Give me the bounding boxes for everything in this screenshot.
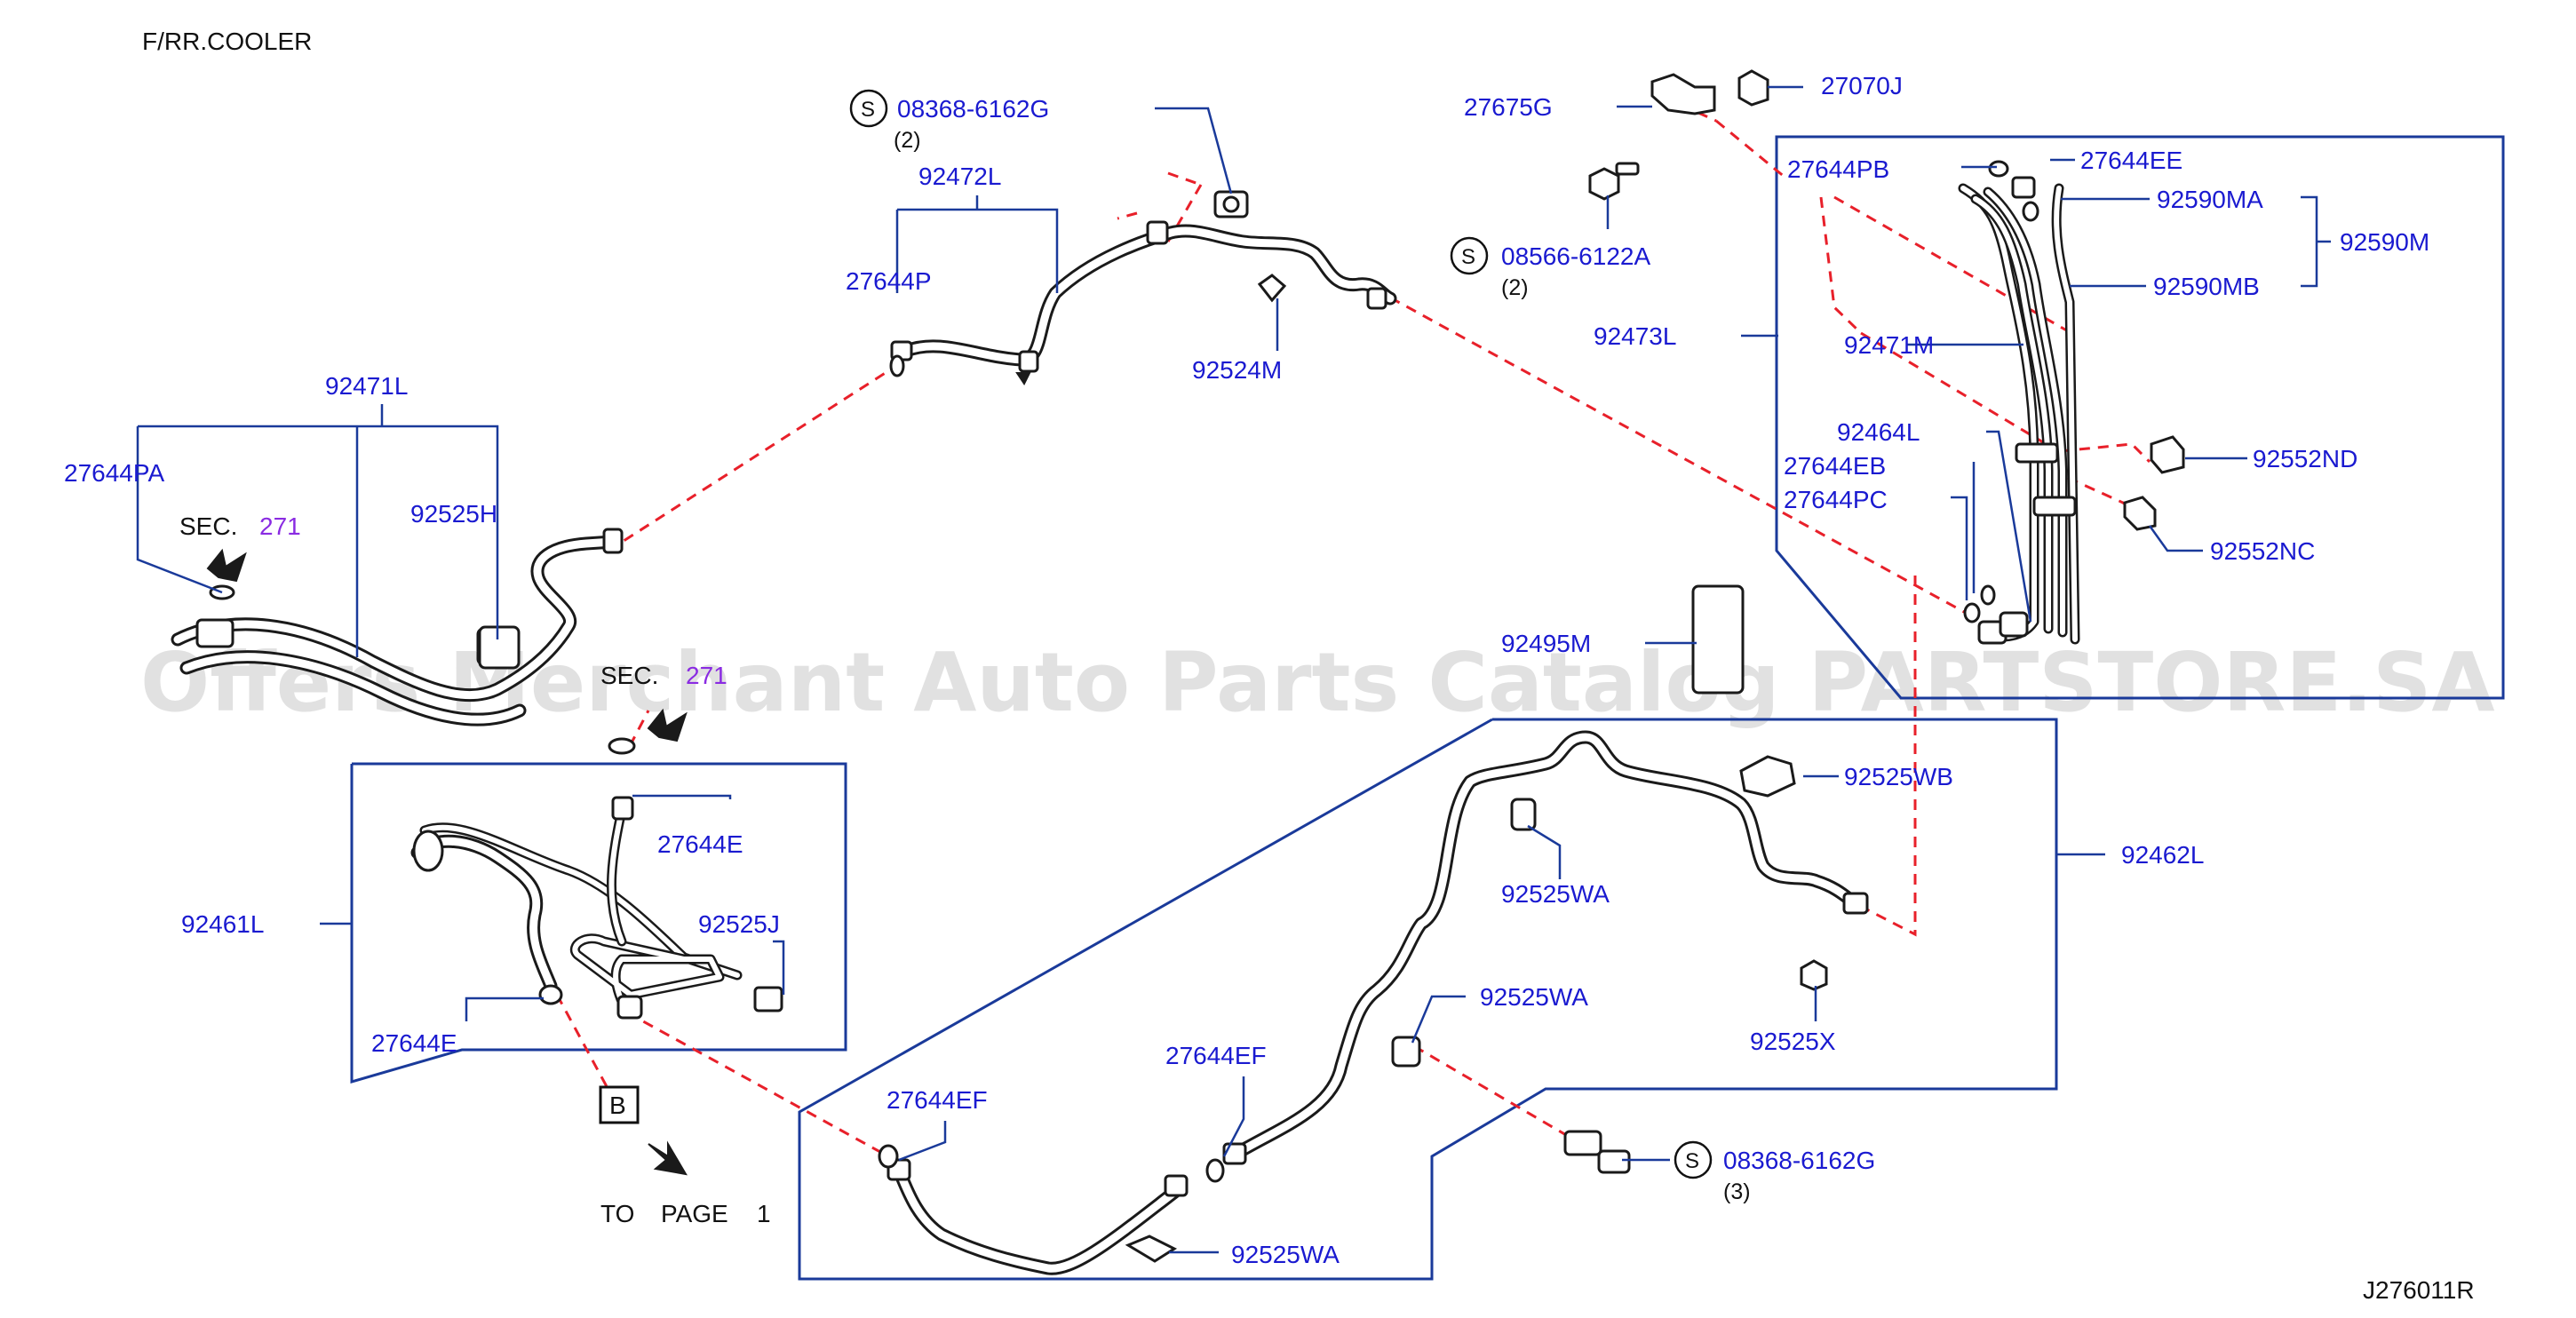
label-page: PAGE [661,1200,728,1227]
label-27644EB: 27644EB [1784,452,1886,480]
label-to: TO [600,1200,634,1227]
label-qty-c: (3) [1723,1179,1751,1204]
label-92525WA-bottom: 92525WA [1231,1241,1340,1268]
pipe-bundle-92473L [1958,160,2080,645]
label-92525WB: 92525WB [1844,763,1953,790]
label-sec-upper-num: 271 [259,512,301,540]
label-27644P: 27644P [846,267,932,295]
small-parts [478,69,2185,1263]
label-92473L: 92473L [1594,322,1676,350]
watermark: Offers Merchant Auto Parts Catalog PARTS… [140,635,2495,730]
label-sec-upper: SEC. [179,512,237,540]
screw-symbol-c [1674,1140,1713,1179]
screw-symbol-a [849,89,888,128]
label-27644E-upper: 27644E [657,830,743,858]
screw-symbol-a-label: S [861,98,875,122]
label-92590MA: 92590MA [2157,186,2263,213]
screw-symbol-c-label: S [1685,1149,1699,1173]
group-boxes [350,135,2505,1281]
page-ref-box [599,1085,640,1124]
page-ref-arrow [648,1140,688,1176]
label-27675G: 27675G [1464,93,1553,121]
label-27644EE: 27644EE [2080,147,2182,174]
label-92471L: 92471L [325,372,408,400]
label-92590M: 92590M [2340,228,2429,256]
label-27644EF-left: 27644EF [886,1086,988,1114]
label-92464L: 92464L [1837,418,1920,446]
sec-arrow-lower [647,708,688,742]
label-92552ND: 92552ND [2253,445,2357,472]
label-08368-lower: 08368-6162G [1723,1147,1875,1174]
label-sec-lower: SEC. [600,662,658,689]
part-labels: 92471L 27644PA SEC. 271 92525H SEC. 271 … [64,72,2429,1268]
label-27644E-lower: 27644E [371,1029,457,1057]
pipe-92461L [410,796,743,1020]
label-page-num: 1 [757,1200,771,1227]
screw-symbol-b-label: S [1461,245,1475,269]
label-27644EF-right: 27644EF [1165,1042,1267,1069]
label-92495M: 92495M [1501,630,1591,657]
diagram-code: J276011R [2363,1276,2475,1304]
diagram-title: F/RR.COOLER [142,28,312,55]
label-92525WA-upper: 92525WA [1501,880,1610,908]
label-92525X: 92525X [1750,1028,1836,1055]
label-08368-upper: 08368-6162G [897,95,1049,123]
label-27644PC: 27644PC [1784,486,1888,513]
label-92590MB: 92590MB [2153,273,2260,300]
label-92552NC: 92552NC [2210,537,2315,565]
connection-lines [555,103,2151,1158]
screw-symbol-b [1450,236,1489,275]
label-92525WA-mid: 92525WA [1480,983,1588,1011]
label-92461L: 92461L [181,910,264,938]
label-92525J: 92525J [698,910,780,938]
label-92471M: 92471M [1844,331,1934,359]
label-27644PB: 27644PB [1787,155,1889,183]
leader-lines [136,85,2331,1254]
pipe-92462L [886,730,1869,1275]
label-92524M: 92524M [1192,356,1282,384]
sec-arrow-upper [206,548,247,583]
page-ref-box-label: B [609,1092,626,1119]
label-08566: 08566-6122A [1501,242,1650,270]
label-92472L: 92472L [918,163,1001,190]
label-27070J: 27070J [1821,72,1903,99]
label-27644PA: 27644PA [64,459,164,487]
label-sec-lower-num: 271 [686,662,727,689]
label-92525H: 92525H [410,500,497,528]
label-92462L: 92462L [2121,841,2204,869]
pipe-92472L [890,220,1397,385]
label-qty-a: (2) [894,128,921,153]
label-qty-b: (2) [1501,275,1529,300]
